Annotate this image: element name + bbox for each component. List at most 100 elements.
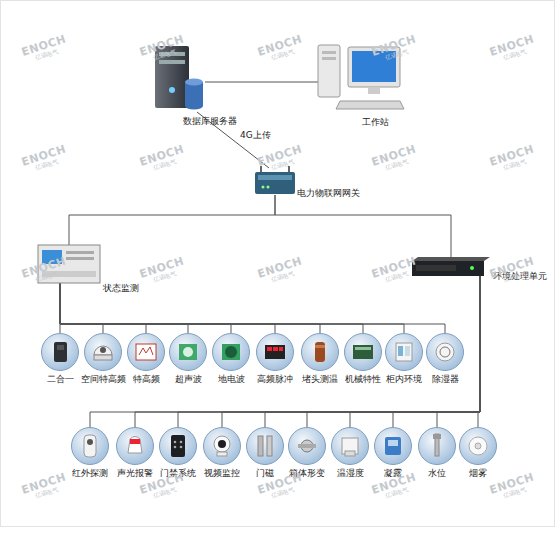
connector-line — [60, 283, 320, 333]
device-icon — [169, 333, 207, 371]
watermark: ENOCH亿诺电气 — [488, 143, 537, 174]
sensor-circle: 箱体形变 — [288, 427, 326, 465]
node-label: 二合一 — [47, 374, 74, 385]
sensor-circle: 堵头测温 — [301, 333, 339, 371]
node-label: 状态监测 — [103, 283, 139, 294]
device-node: 环境处理单元 — [412, 257, 490, 276]
sensor-circle: 超声波 — [169, 333, 207, 371]
node-label: 空间特高频 — [81, 374, 126, 385]
device-icon — [418, 427, 456, 465]
connector-line — [350, 276, 480, 427]
watermark: ENOCH亿诺电气 — [488, 33, 537, 64]
connector-line — [69, 195, 275, 245]
watermark: ENOCH亿诺电气 — [256, 143, 305, 174]
device-icon — [288, 427, 326, 465]
sensor-circle: 除湿器 — [426, 333, 464, 371]
connector-line — [60, 283, 146, 333]
connector-line — [478, 276, 480, 427]
node-label: 高频脉冲 — [257, 374, 293, 385]
watermark: ENOCH亿诺电气 — [370, 471, 419, 502]
connector-line — [275, 195, 451, 257]
node-label: 除湿器 — [432, 374, 459, 385]
device-icon — [203, 427, 241, 465]
edge-label: 4G上传 — [239, 130, 272, 141]
watermark: ENOCH亿诺电气 — [488, 255, 537, 286]
device-node: 电力物联网网关 — [255, 168, 295, 195]
device-icon — [374, 427, 412, 465]
device-icon — [459, 427, 497, 465]
watermark: ENOCH亿诺电气 — [256, 33, 305, 64]
device-icon — [41, 333, 79, 371]
sensor-circle: 空间特高频 — [84, 333, 122, 371]
device-icon — [331, 427, 369, 465]
sensor-circle: 温湿度 — [331, 427, 369, 465]
node-label: 视频监控 — [204, 468, 240, 479]
watermark: ENOCH亿诺电气 — [20, 471, 69, 502]
sensor-circle: 门禁系统 — [159, 427, 197, 465]
watermark: ENOCH亿诺电气 — [370, 143, 419, 174]
device-icon — [84, 333, 122, 371]
device-icon — [212, 333, 250, 371]
sensor-circle: 二合一 — [41, 333, 79, 371]
device-icon — [71, 427, 109, 465]
watermark: ENOCH亿诺电气 — [488, 471, 537, 502]
device-icon — [127, 333, 165, 371]
device-icon — [256, 333, 294, 371]
connector-line — [60, 283, 275, 333]
connector-line — [60, 283, 188, 333]
device-icon — [301, 333, 339, 371]
connector-line — [265, 276, 480, 427]
sensor-circle: 门磁 — [246, 427, 284, 465]
watermark: ENOCH亿诺电气 — [20, 143, 69, 174]
node-label: 红外探测 — [72, 468, 108, 479]
node-label: 机械特性 — [345, 374, 381, 385]
sensor-circle: 地电波 — [212, 333, 250, 371]
sensor-circle: 高频脉冲 — [256, 333, 294, 371]
device-icon — [116, 427, 154, 465]
connector-line — [60, 283, 363, 333]
device-icon — [412, 257, 490, 276]
watermark: ENOCH亿诺电气 — [138, 255, 187, 286]
connector-line — [393, 276, 480, 427]
sensor-circle: 烟雾 — [459, 427, 497, 465]
connector-line — [178, 276, 480, 427]
device-icon — [255, 168, 295, 195]
watermark: ENOCH亿诺电气 — [370, 255, 419, 286]
sensor-circle: 水位 — [418, 427, 456, 465]
node-label: 水位 — [428, 468, 446, 479]
node-label: 门磁 — [256, 468, 274, 479]
device-icon — [246, 427, 284, 465]
watermark: ENOCH亿诺电气 — [256, 255, 305, 286]
node-label: 烟雾 — [469, 468, 487, 479]
node-label: 电力物联网网关 — [297, 188, 360, 199]
device-icon — [344, 333, 382, 371]
connector-line — [60, 283, 404, 333]
device-icon — [159, 427, 197, 465]
connector-line — [135, 276, 480, 427]
sensor-circle: 凝露 — [374, 427, 412, 465]
sensor-circle: 特高频 — [127, 333, 165, 371]
node-label: 特高频 — [133, 374, 160, 385]
node-label: 超声波 — [175, 374, 202, 385]
node-label: 温湿度 — [337, 468, 364, 479]
sensor-circle: 机械特性 — [344, 333, 382, 371]
connector-line — [60, 283, 231, 333]
sensor-circle: 视频监控 — [203, 427, 241, 465]
connector-line — [90, 276, 480, 427]
watermark: ENOCH亿诺电气 — [138, 143, 187, 174]
sensor-circle: 柜内环境 — [385, 333, 423, 371]
watermark: ENOCH亿诺电气 — [20, 33, 69, 64]
connector-line — [60, 283, 445, 333]
node-label: 声光报警 — [117, 468, 153, 479]
connector-line — [222, 276, 480, 427]
node-label: 柜内环境 — [386, 374, 422, 385]
node-label: 数据库服务器 — [183, 116, 237, 127]
node-label: 地电波 — [218, 374, 245, 385]
device-icon — [426, 333, 464, 371]
node-label: 堵头测温 — [302, 374, 338, 385]
connector-line — [205, 82, 318, 83]
device-icon — [385, 333, 423, 371]
sensor-circle: 声光报警 — [116, 427, 154, 465]
sensor-circle: 红外探测 — [71, 427, 109, 465]
